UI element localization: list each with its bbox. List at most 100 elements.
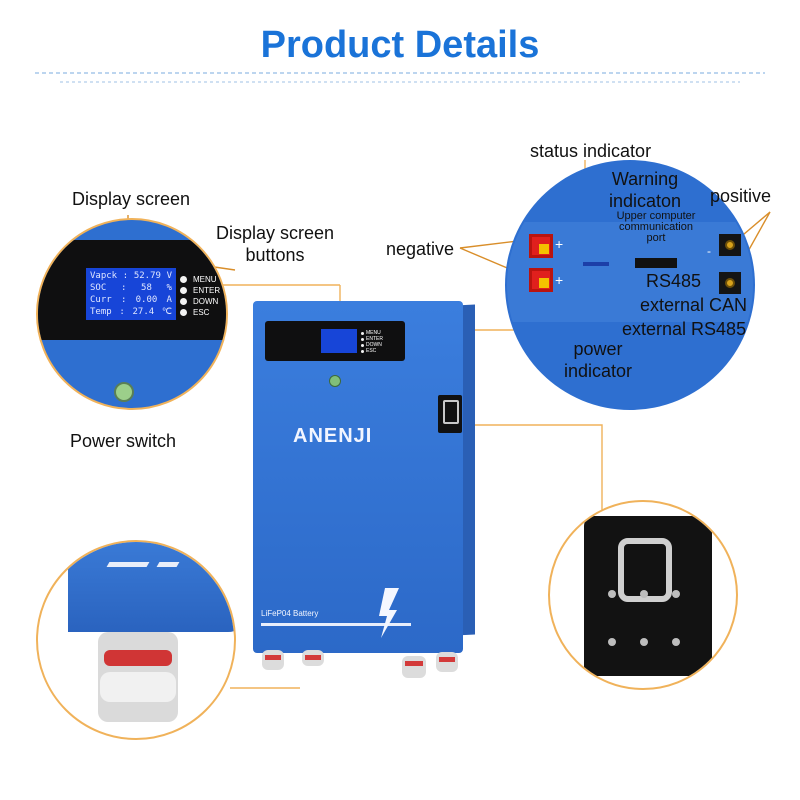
label-display-screen: Display screen <box>72 189 191 209</box>
terminal-sign: - <box>707 244 711 258</box>
lcd-sep: : <box>120 283 127 293</box>
lcd-label: Vapck <box>90 271 118 281</box>
label-line: indicaton <box>608 191 682 211</box>
foot-icon <box>436 652 458 672</box>
feet-zoom-circle <box>36 540 236 740</box>
label-line: communication <box>619 221 693 233</box>
label-status-indicator: status indicator <box>530 141 652 161</box>
foot-base <box>100 672 176 702</box>
screw-icon <box>640 590 648 598</box>
foot-zoom-icon <box>98 632 178 722</box>
lcd-unit: ℃ <box>161 307 172 317</box>
esc-button[interactable]: ESC <box>180 307 220 318</box>
lcd-row: Curr:0.00 A <box>90 294 172 306</box>
label-line: indicator <box>563 361 633 381</box>
lcd-unit: A <box>166 295 172 305</box>
screw-icon <box>672 638 680 646</box>
down-button[interactable]: DOWN <box>180 296 220 307</box>
positive-terminal-icon <box>719 234 741 256</box>
handle-icon[interactable] <box>438 395 462 433</box>
screw-icon <box>608 638 616 646</box>
lcd-unit: % <box>166 283 172 293</box>
battery-display-panel: MENU ENTER DOWN ESC <box>265 321 405 361</box>
label-warning: Warning indicaton <box>604 168 686 212</box>
line-handle <box>460 424 603 520</box>
upper-computer-port-icon <box>635 258 677 268</box>
button-label: ESC <box>366 348 377 354</box>
lcd-unit: V <box>166 271 172 281</box>
decor-stripe <box>156 562 180 567</box>
small-esc-button[interactable]: ESC <box>361 348 383 354</box>
lcd-sep: : <box>120 295 127 305</box>
positive-terminal-icon-2 <box>719 272 741 294</box>
lcd-label: Temp <box>90 307 112 317</box>
handle-bar[interactable] <box>618 538 672 602</box>
status-led-icon <box>583 262 609 266</box>
foot-rubber-ring <box>104 650 172 666</box>
lcd-row: Temp:27.4 ℃ <box>90 306 172 318</box>
lcd-value: 27.4 <box>132 307 155 317</box>
button-label: MENU <box>366 330 381 336</box>
power-switch-icon[interactable] <box>114 382 134 402</box>
handle-grip <box>443 400 459 424</box>
lcd-sep: : <box>122 271 129 281</box>
button-dot-icon <box>180 298 187 305</box>
screw-icon <box>608 590 616 598</box>
button-dot-icon <box>361 337 364 341</box>
lcd-label: Curr <box>90 295 112 305</box>
label-display-buttons: Display screen buttons <box>210 222 340 266</box>
button-label: DOWN <box>366 342 382 348</box>
decor-stripe <box>261 623 411 626</box>
label-line: Warning <box>611 169 679 189</box>
label-line: buttons <box>245 245 305 265</box>
battery-cabinet: MENU ENTER DOWN ESC ANENJI LiFeP04 Batte… <box>253 301 463 653</box>
screw-icon <box>640 638 648 646</box>
lightning-icon <box>379 588 399 638</box>
small-down-button[interactable]: DOWN <box>361 342 383 348</box>
button-dot-icon <box>361 349 364 353</box>
label-positive: positive <box>710 186 772 206</box>
terminal-sign: + <box>555 272 564 288</box>
label-power-indicator: power indicator <box>560 338 636 382</box>
enter-button[interactable]: ENTER <box>180 285 220 296</box>
button-label: ENTER <box>193 286 221 295</box>
model-label: LiFeP04 Battery <box>261 609 319 618</box>
label-rs485: RS485 <box>646 271 702 291</box>
button-dot-icon <box>180 276 187 283</box>
button-label: DOWN <box>193 297 219 306</box>
brand-logo: ANENJI <box>293 425 373 447</box>
small-enter-button[interactable]: ENTER <box>361 336 383 342</box>
page-title: Product Details <box>260 24 540 66</box>
button-label: ESC <box>193 308 210 317</box>
handle-recess-icon <box>584 516 712 676</box>
label-upper-computer: Upper computer communication port <box>606 211 706 244</box>
lcd-label: SOC <box>90 283 107 293</box>
label-line: Display screen <box>215 223 335 243</box>
menu-button[interactable]: MENU <box>180 274 220 285</box>
button-label: MENU <box>193 275 217 284</box>
label-line: port <box>646 232 666 244</box>
foot-icon <box>302 650 324 666</box>
battery-power-switch-icon[interactable] <box>329 375 341 387</box>
small-menu-button[interactable]: MENU <box>361 330 383 336</box>
lcd-value: 0.00 <box>135 295 158 305</box>
button-dot-icon <box>180 309 187 316</box>
lcd-sep: : <box>119 307 125 317</box>
cabinet-corner <box>68 542 234 632</box>
screw-icon <box>672 590 680 598</box>
battery-small-buttons: MENU ENTER DOWN ESC <box>361 330 383 354</box>
button-dot-icon <box>180 287 187 294</box>
battery-lcd <box>321 329 357 353</box>
label-line: power <box>573 339 623 359</box>
label-external-can: external CAN <box>640 295 748 315</box>
label-external-rs485: external RS485 <box>622 319 747 339</box>
button-label: ENTER <box>366 336 383 342</box>
terminal-sign: + <box>555 236 564 252</box>
display-buttons: MENU ENTER DOWN ESC <box>180 274 220 318</box>
button-dot-icon <box>361 331 364 335</box>
negative-terminal-icon-2 <box>529 268 553 292</box>
decor-stripe <box>106 562 150 567</box>
